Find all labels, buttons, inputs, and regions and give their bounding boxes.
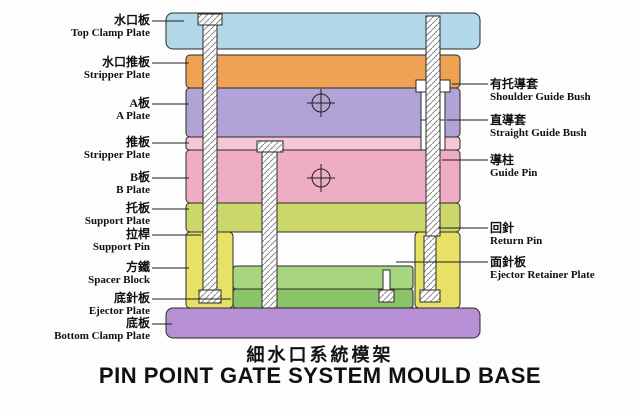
label-cn: 導柱 xyxy=(490,153,515,167)
label-a-plate: A板 A Plate xyxy=(0,97,150,123)
label-bottom-clamp-plate: 底板 Bottom Clamp Plate xyxy=(0,317,150,343)
retainer-screw-shaft xyxy=(382,269,391,291)
label-return-pin: 回針 Return Pin xyxy=(490,222,638,248)
label-cn: 面針板 xyxy=(490,255,527,269)
label-support-plate: 托板 Support Plate xyxy=(0,202,150,228)
label-en: Stripper Plate xyxy=(83,149,150,161)
bottom-clamp-plate xyxy=(165,307,481,339)
diagram-title-english: PIN POINT GATE SYSTEM MOULD BASE xyxy=(98,363,542,388)
label-ejector-plate: 底針板 Ejector Plate xyxy=(0,292,150,318)
support-plate xyxy=(185,202,461,233)
stripper-plate-lower xyxy=(185,136,461,151)
label-cn: 底針板 xyxy=(113,291,150,305)
label-en: Stripper Plate xyxy=(83,69,150,81)
label-en: Straight Guide Bush xyxy=(490,127,587,139)
crosshair-screw-icon xyxy=(307,89,335,117)
leader-lines-right xyxy=(396,83,488,263)
label-stripper-plate-lower: 推板 Stripper Plate xyxy=(0,136,150,162)
stripper-plate-upper xyxy=(185,54,461,89)
support-pin-head xyxy=(197,13,223,26)
label-en: Spacer Block xyxy=(88,274,150,286)
guide-pin xyxy=(425,15,441,237)
label-cn: 推板 xyxy=(125,135,150,149)
label-shoulder-guide-bush: 有托導套 Shoulder Guide Bush xyxy=(490,78,638,104)
label-en: B Plate xyxy=(116,184,150,196)
label-cn: B板 xyxy=(129,170,150,184)
label-en: Support Pin xyxy=(92,241,150,253)
label-cn: 方鐵 xyxy=(125,260,150,274)
label-top-clamp-plate: 水口板 Top Clamp Plate xyxy=(0,14,150,40)
label-cn: 回針 xyxy=(490,221,515,235)
label-en: Shoulder Guide Bush xyxy=(490,91,591,103)
label-en: Ejector Retainer Plate xyxy=(490,269,595,281)
label-en: A Plate xyxy=(116,110,150,122)
label-cn: A板 xyxy=(129,96,150,110)
label-cn: 底板 xyxy=(125,316,150,330)
center-guide-pin xyxy=(261,151,278,309)
label-en: Return Pin xyxy=(490,235,543,247)
a-plate xyxy=(185,87,461,138)
label-spacer-block: 方鐵 Spacer Block xyxy=(0,261,150,287)
label-cn: 有托導套 xyxy=(490,77,539,91)
label-cn: 直導套 xyxy=(490,113,527,127)
diagram-title-chinese: 細水口系統模架 xyxy=(246,345,394,365)
label-straight-guide-bush: 直導套 Straight Guide Bush xyxy=(490,114,638,140)
support-pin-nut xyxy=(198,289,222,304)
label-support-pin: 拉桿 Support Pin xyxy=(0,228,150,254)
retainer-screw-head xyxy=(378,289,395,303)
leader-lines-left xyxy=(152,20,231,325)
return-pin-head xyxy=(419,289,441,303)
label-stripper-plate-upper: 水口推板 Stripper Plate xyxy=(0,56,150,82)
label-en: Support Plate xyxy=(84,215,150,227)
return-pin xyxy=(423,235,437,291)
center-guide-pin-head xyxy=(256,140,284,153)
label-en: Bottom Clamp Plate xyxy=(54,330,150,342)
label-cn: 水口推板 xyxy=(101,55,150,69)
b-plate xyxy=(185,149,461,204)
label-ejector-retainer-plate: 面針板 Ejector Retainer Plate xyxy=(490,256,638,282)
top-clamp-plate xyxy=(165,12,481,50)
crosshair-screw-icon xyxy=(307,164,335,192)
label-cn: 拉桿 xyxy=(125,227,150,241)
label-en: Guide Pin xyxy=(490,167,538,179)
ejector-retainer-plate xyxy=(232,265,414,290)
label-en: Top Clamp Plate xyxy=(70,27,150,39)
label-cn: 水口板 xyxy=(113,13,150,27)
label-guide-pin: 導柱 Guide Pin xyxy=(490,154,638,180)
label-cn: 托板 xyxy=(125,201,150,215)
label-b-plate: B板 B Plate xyxy=(0,171,150,197)
label-en: Ejector Plate xyxy=(88,305,150,317)
support-pin xyxy=(202,24,218,291)
